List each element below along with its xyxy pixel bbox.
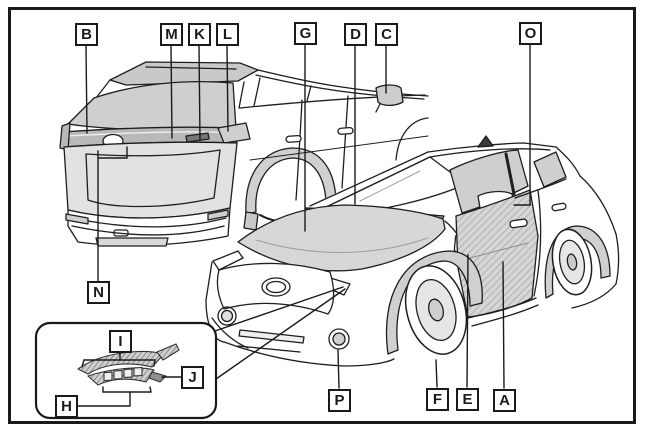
callout-label-h: H <box>55 395 78 418</box>
shark-fin-antenna <box>477 135 494 148</box>
callout-label-a: A <box>493 389 516 412</box>
side-marker <box>148 371 167 383</box>
callout-label-d: D <box>344 23 367 46</box>
front-sensor <box>217 306 237 326</box>
callout-label-k: K <box>188 23 211 46</box>
callout-label-n: N <box>87 281 110 304</box>
callout-label-p: P <box>328 389 351 412</box>
left-headlight <box>212 250 244 271</box>
callout-label-m: M <box>160 23 183 46</box>
headlight-inset <box>34 286 346 420</box>
rear-vehicle-illustration <box>59 61 429 247</box>
leader-lines <box>85 44 531 389</box>
callout-label-g: G <box>294 22 317 45</box>
callout-label-e: E <box>456 388 479 411</box>
callout-label-i: I <box>109 330 132 353</box>
right-taillight <box>217 122 251 144</box>
rear-car-side-mirror <box>375 84 404 107</box>
front-emblem <box>261 277 291 297</box>
callout-label-l: L <box>216 23 239 46</box>
callout-label-f: F <box>426 388 449 411</box>
rear-wiper <box>185 132 210 143</box>
callout-label-c: C <box>375 23 398 46</box>
quarter-window <box>533 151 567 188</box>
callout-label-j: J <box>181 366 204 389</box>
front-vehicle-illustration <box>205 135 620 378</box>
callout-label-o: O <box>519 22 542 45</box>
callout-label-b: B <box>75 23 98 46</box>
left-taillight <box>59 122 71 151</box>
headlight-detail <box>77 343 180 386</box>
